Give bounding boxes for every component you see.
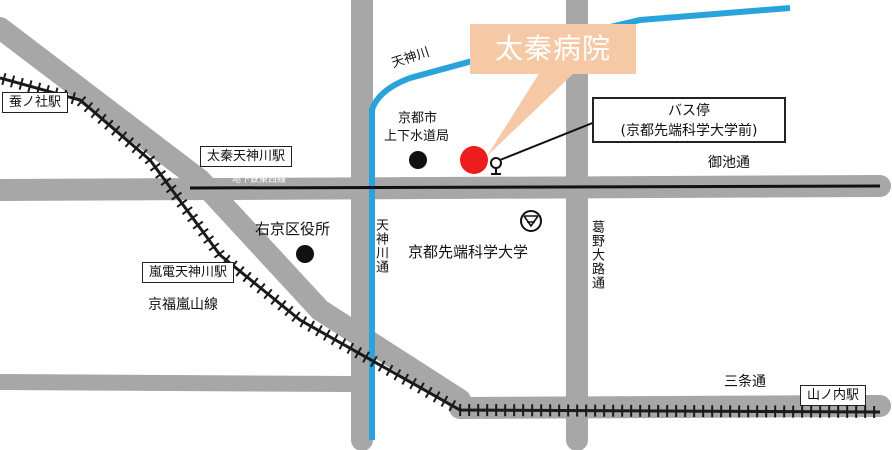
bus-stop-label: バス停 (京都先端科学大学前) <box>592 97 786 143</box>
rail-tie <box>104 119 114 130</box>
rail-tie <box>401 373 410 385</box>
ward-office-marker <box>296 245 314 263</box>
sewer-bureau-marker <box>409 151 427 169</box>
rail-tie <box>440 395 449 407</box>
rail-tie <box>354 347 362 359</box>
rail-tie <box>144 155 156 165</box>
rail-tie <box>377 360 386 372</box>
rail-tie <box>124 137 135 148</box>
sewer-bureau-label-line1: 京都市 <box>398 111 438 126</box>
rail-tie <box>197 227 209 237</box>
rail-tie <box>155 169 167 179</box>
rail-tie <box>256 283 266 294</box>
rail-tie <box>242 271 252 283</box>
rail-tie <box>448 399 457 412</box>
bus-stop-subtitle: (京都先端科学大学前) <box>620 123 758 139</box>
rail-tie <box>187 213 199 223</box>
rail-tie <box>315 324 323 337</box>
rail-tie <box>165 184 177 194</box>
rail-tie <box>249 277 259 288</box>
subway-tozai-label: 地下鉄東西線 <box>232 175 287 185</box>
rail-tie <box>270 294 280 305</box>
oike-dori-label: 御池通 <box>708 155 750 171</box>
station-kaiko[interactable]: 蚕ノ社駅 <box>2 92 69 113</box>
rail-tie <box>160 177 172 186</box>
rail-tie <box>176 198 188 208</box>
rail-tie <box>322 329 331 341</box>
rail-tie <box>9 75 16 88</box>
station-yamanouchi[interactable]: 山ノ内駅 <box>800 385 867 406</box>
rail-tie <box>171 191 183 201</box>
rail-tie <box>138 148 148 160</box>
rail-tie <box>338 338 347 350</box>
university-label: 京都先端科学大学 <box>408 243 529 261</box>
rail-tie <box>70 92 76 105</box>
hospital-marker[interactable] <box>460 146 488 174</box>
rail-tie <box>385 364 394 377</box>
station-randen-tenjingawa[interactable]: 嵐電天神川駅 <box>142 262 235 283</box>
university-icon <box>520 210 542 232</box>
rail-tie <box>291 311 301 322</box>
rail-tie <box>1 73 7 86</box>
rail-tie <box>181 206 193 215</box>
rail-tie <box>27 80 33 93</box>
rail-tie <box>111 125 121 136</box>
rail-tie <box>284 305 294 317</box>
diagonal-road <box>0 17 471 411</box>
rail-tie <box>299 316 308 328</box>
railway-ties <box>1 73 876 418</box>
rail-tie <box>362 351 370 363</box>
ward-office-label: 右京区役所 <box>255 220 331 238</box>
station-uzumasa-tenjingawa[interactable]: 太秦天神川駅 <box>200 146 293 167</box>
rail-tie <box>409 377 417 390</box>
rail-tie <box>330 333 339 346</box>
bus-stop-title: バス停 <box>668 103 710 119</box>
rail-tie <box>307 320 315 332</box>
sanjo-dori-road <box>449 395 891 419</box>
rail-tie <box>263 288 273 300</box>
rail-tie <box>432 391 441 403</box>
bus-stop-leader <box>499 119 601 161</box>
rail-tie <box>76 96 87 107</box>
rail-tie <box>393 369 402 381</box>
rail-tie <box>424 386 433 399</box>
sewer-bureau-label-line2: 上下水道局 <box>384 129 450 144</box>
rail-tie <box>192 220 204 230</box>
rail-tie <box>277 300 287 311</box>
rail-tie <box>213 249 225 259</box>
hospital-callout-pointer <box>487 72 575 156</box>
rail-tie <box>203 235 215 244</box>
keifuku-railway-label: 京福嵐山線 <box>148 297 218 313</box>
rail-tie <box>149 162 161 172</box>
rail-tie <box>235 266 245 277</box>
rail-tie <box>208 242 220 252</box>
kadono-oji-label: 葛野大路通 <box>589 220 604 290</box>
rail-tie <box>97 113 107 125</box>
sanjo-dori-label: 三条通 <box>724 374 766 390</box>
tenjingawa-dori-label: 天神川通 <box>373 218 388 274</box>
bus-stop-icon <box>490 157 502 175</box>
rail-tie <box>131 142 141 154</box>
lower-left-road <box>0 374 358 392</box>
rail-tie <box>117 131 128 142</box>
rail-tie <box>417 382 425 394</box>
rail-tie <box>346 342 355 355</box>
rail-tie <box>370 355 378 368</box>
hospital-label[interactable]: 太秦病院 <box>470 24 636 74</box>
rail-tie <box>90 107 100 119</box>
subway-tozai-line <box>189 184 881 190</box>
rail-tie <box>18 77 24 90</box>
rail-tie <box>83 101 94 113</box>
